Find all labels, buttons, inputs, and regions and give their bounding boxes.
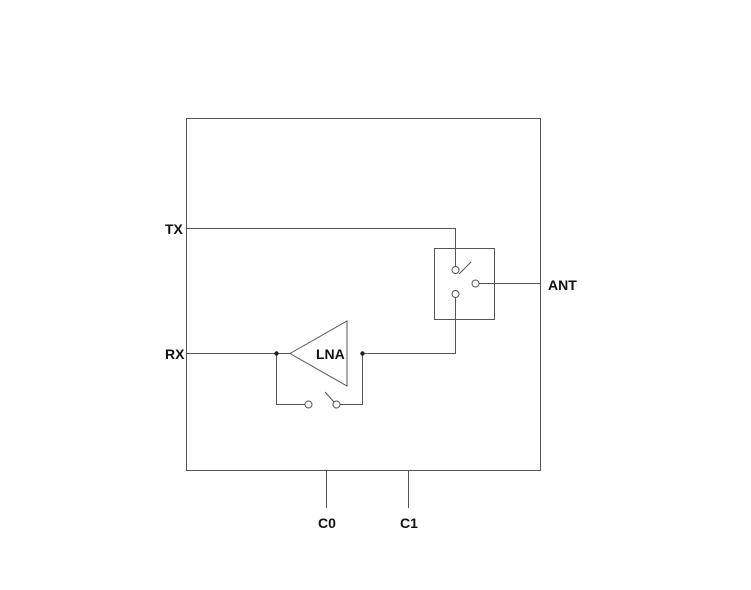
- c1-pin-label: C1: [400, 515, 418, 531]
- tx-wire: [186, 228, 456, 266]
- rx-switch-wire: [363, 298, 456, 354]
- lna-amplifier: [288, 320, 348, 387]
- switch-terminal-ant: [471, 279, 480, 288]
- rx-junction-dot: [274, 351, 279, 356]
- bypass-wire-right: [340, 353, 363, 405]
- rx-pin-label: RX: [165, 346, 185, 362]
- bypass-terminal-right: [332, 400, 341, 409]
- c0-pin-label: C0: [318, 515, 336, 531]
- bypass-terminal-left: [304, 400, 313, 409]
- switch-terminal-tx: [451, 266, 460, 274]
- tx-pin-label: TX: [165, 221, 184, 237]
- switch-arm: [458, 261, 472, 275]
- lna-output-junction-dot: [360, 351, 365, 356]
- bypass-wire-left: [276, 353, 305, 405]
- bypass-switch-arm: [324, 391, 335, 403]
- switch-terminal-rx: [451, 290, 460, 298]
- ant-pin-label: ANT: [548, 277, 577, 293]
- lna-label: LNA: [316, 346, 345, 362]
